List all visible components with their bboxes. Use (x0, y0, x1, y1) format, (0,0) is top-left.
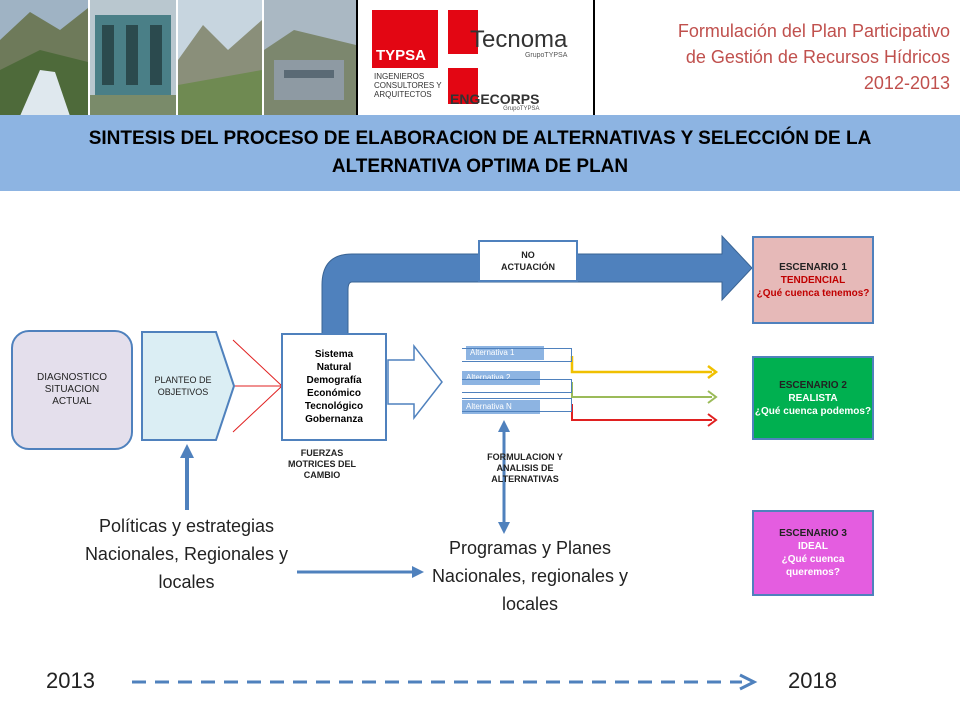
tecnoma-logo-subtitle: GrupoTYPSA (524, 52, 568, 59)
tecnoma-logo-text: Tecnoma (470, 26, 568, 53)
alternative-1: Alternativa 1 (466, 346, 544, 360)
engecorps-logo-text: ENGECORPS (450, 91, 540, 107)
planteo-node: PLANTEO DE OBJETIVOS (140, 330, 236, 442)
typsa-logo: TYPSA (372, 10, 438, 68)
objective-link-3 (232, 385, 283, 433)
engecorps-logo: ENGECORPS GrupoTYPSA (450, 92, 539, 112)
photo-divider (356, 0, 358, 116)
diagnostico-label: DIAGNOSTICO SITUACION ACTUAL (36, 372, 107, 407)
header-photo-river (0, 0, 88, 116)
alternative-n: Alternativa N (462, 400, 540, 414)
programas-double-arrow-bottom (498, 522, 510, 534)
sistema-line-5: Tecnológico (304, 401, 364, 412)
scenario-3-title: ESCENARIO 3 (779, 528, 847, 539)
planteo-label: PLANTEO DE OBJETIVOS (154, 375, 212, 397)
header-title-line-1: Formulación del Plan Participativo (677, 21, 950, 41)
alternative-n-line (571, 404, 712, 421)
header-title-line-2: de Gestión de Recursos Hídricos (685, 47, 950, 67)
header-photo-gates (90, 0, 176, 116)
sistema-line-1: Sistema (314, 349, 354, 360)
no-actuacion-label: NO ACTUACIÓN (501, 250, 555, 272)
scenario-1-name: TENDENCIAL (780, 274, 846, 286)
sistema-line-4: Económico (307, 388, 361, 399)
header-title-line-3: 2012-2013 (863, 73, 950, 93)
scenario-1-question: ¿Qué cuenca tenemos? (756, 287, 870, 299)
header-photo-mountains (178, 0, 262, 116)
header-title: Formulación del Plan Participativo de Ge… (600, 18, 950, 96)
alternative-2-arrowhead (707, 390, 718, 404)
alternative-1-bracket (462, 348, 572, 362)
timeline-end-year: 2018 (788, 668, 837, 693)
timeline-start-year: 2013 (46, 668, 95, 693)
no-actuacion-node: NO ACTUACIÓN (478, 240, 578, 282)
timeline-arrowhead (739, 673, 758, 691)
fuerzas-label: FUERZAS MOTRICES DEL CAMBIO (287, 448, 356, 480)
alternative-n-bracket (462, 398, 572, 412)
scenario-2-title: ESCENARIO 2 (779, 379, 847, 391)
alternative-1-line (570, 356, 712, 374)
objective-link-1 (232, 339, 283, 387)
politicas-up-arrowhead (180, 444, 194, 458)
engecorps-logo-subtitle: GrupoTYPSA (503, 106, 540, 112)
politicas-to-programas-arrowhead (412, 566, 424, 578)
header-photo-plant (264, 0, 356, 116)
sistema-line-3: Demografía (306, 375, 362, 386)
formulacion-label: FORMULACION Y ANALISIS DE ALTERNATIVAS (487, 452, 563, 484)
diagnostico-node: DIAGNOSTICO SITUACION ACTUAL (11, 330, 133, 450)
sistema-line-6: Gobernanza (305, 414, 363, 425)
alternative-2: Alternativa 2 (462, 371, 540, 385)
page-title-banner: SINTESIS DEL PROCESO DE ELABORACION DE A… (0, 115, 960, 191)
politicas-text: Políticas y estrategias Nacionales, Regi… (84, 516, 289, 592)
typsa-logo-text: TYPSA (376, 47, 427, 64)
scenario-2: ESCENARIO 2 REALISTA ¿Qué cuenca podemos… (752, 356, 874, 440)
scenario-3-name: IDEAL (798, 541, 828, 552)
scenario-3-question: ¿Qué cuenca queremos? (781, 554, 845, 578)
typsa-logo-subtitle: INGENIEROS CONSULTORES Y ARQUITECTOS (374, 72, 442, 99)
scenario-1-title: ESCENARIO 1 (779, 261, 847, 273)
page-title: SINTESIS DEL PROCESO DE ELABORACION DE A… (88, 128, 872, 177)
tecnoma-logo-mark (448, 10, 478, 54)
alternative-2-line (571, 382, 712, 398)
alternative-2-bracket (462, 379, 572, 393)
programas-double-arrow-top (498, 420, 510, 432)
scenario-3: ESCENARIO 3 IDEAL ¿Qué cuenca queremos? (752, 510, 874, 596)
programas-text: Programas y Planes Nacionales, regionale… (431, 538, 629, 614)
scenario-1: ESCENARIO 1 TENDENCIAL ¿Qué cuenca tenem… (752, 236, 874, 324)
logo-divider (593, 0, 595, 116)
scenario-2-name: REALISTA (788, 392, 838, 404)
engecorps-logo-mark (448, 68, 478, 104)
alternative-n-arrowhead (707, 413, 718, 427)
sistema-node: Sistema Natural Demografía Económico Tec… (281, 333, 387, 441)
sistema-to-alternatives-arrow (387, 343, 443, 421)
scenario-2-question: ¿Qué cuenca podemos? (754, 405, 872, 417)
sistema-line-2: Natural (316, 362, 352, 373)
alternative-1-arrowhead (707, 365, 719, 379)
tecnoma-logo: Tecnoma GrupoTYPSA (470, 26, 568, 60)
